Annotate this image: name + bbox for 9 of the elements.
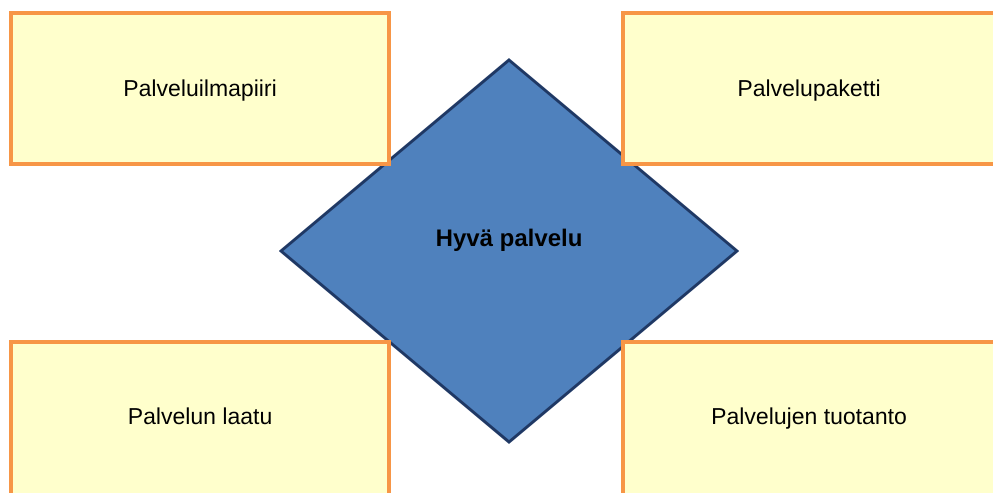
box-label: Palveluilmapiiri <box>123 75 277 102</box>
box-label: Palvelun laatu <box>128 403 272 430</box>
text-box <box>9 340 391 493</box>
box-label: Palvelupaketti <box>737 75 881 102</box>
text-box <box>621 11 993 166</box>
text-box <box>9 11 391 166</box>
box-label: Palvelujen tuotanto <box>711 403 907 430</box>
diamond-label: Hyvä palvelu <box>436 225 582 253</box>
text-box <box>621 340 993 493</box>
